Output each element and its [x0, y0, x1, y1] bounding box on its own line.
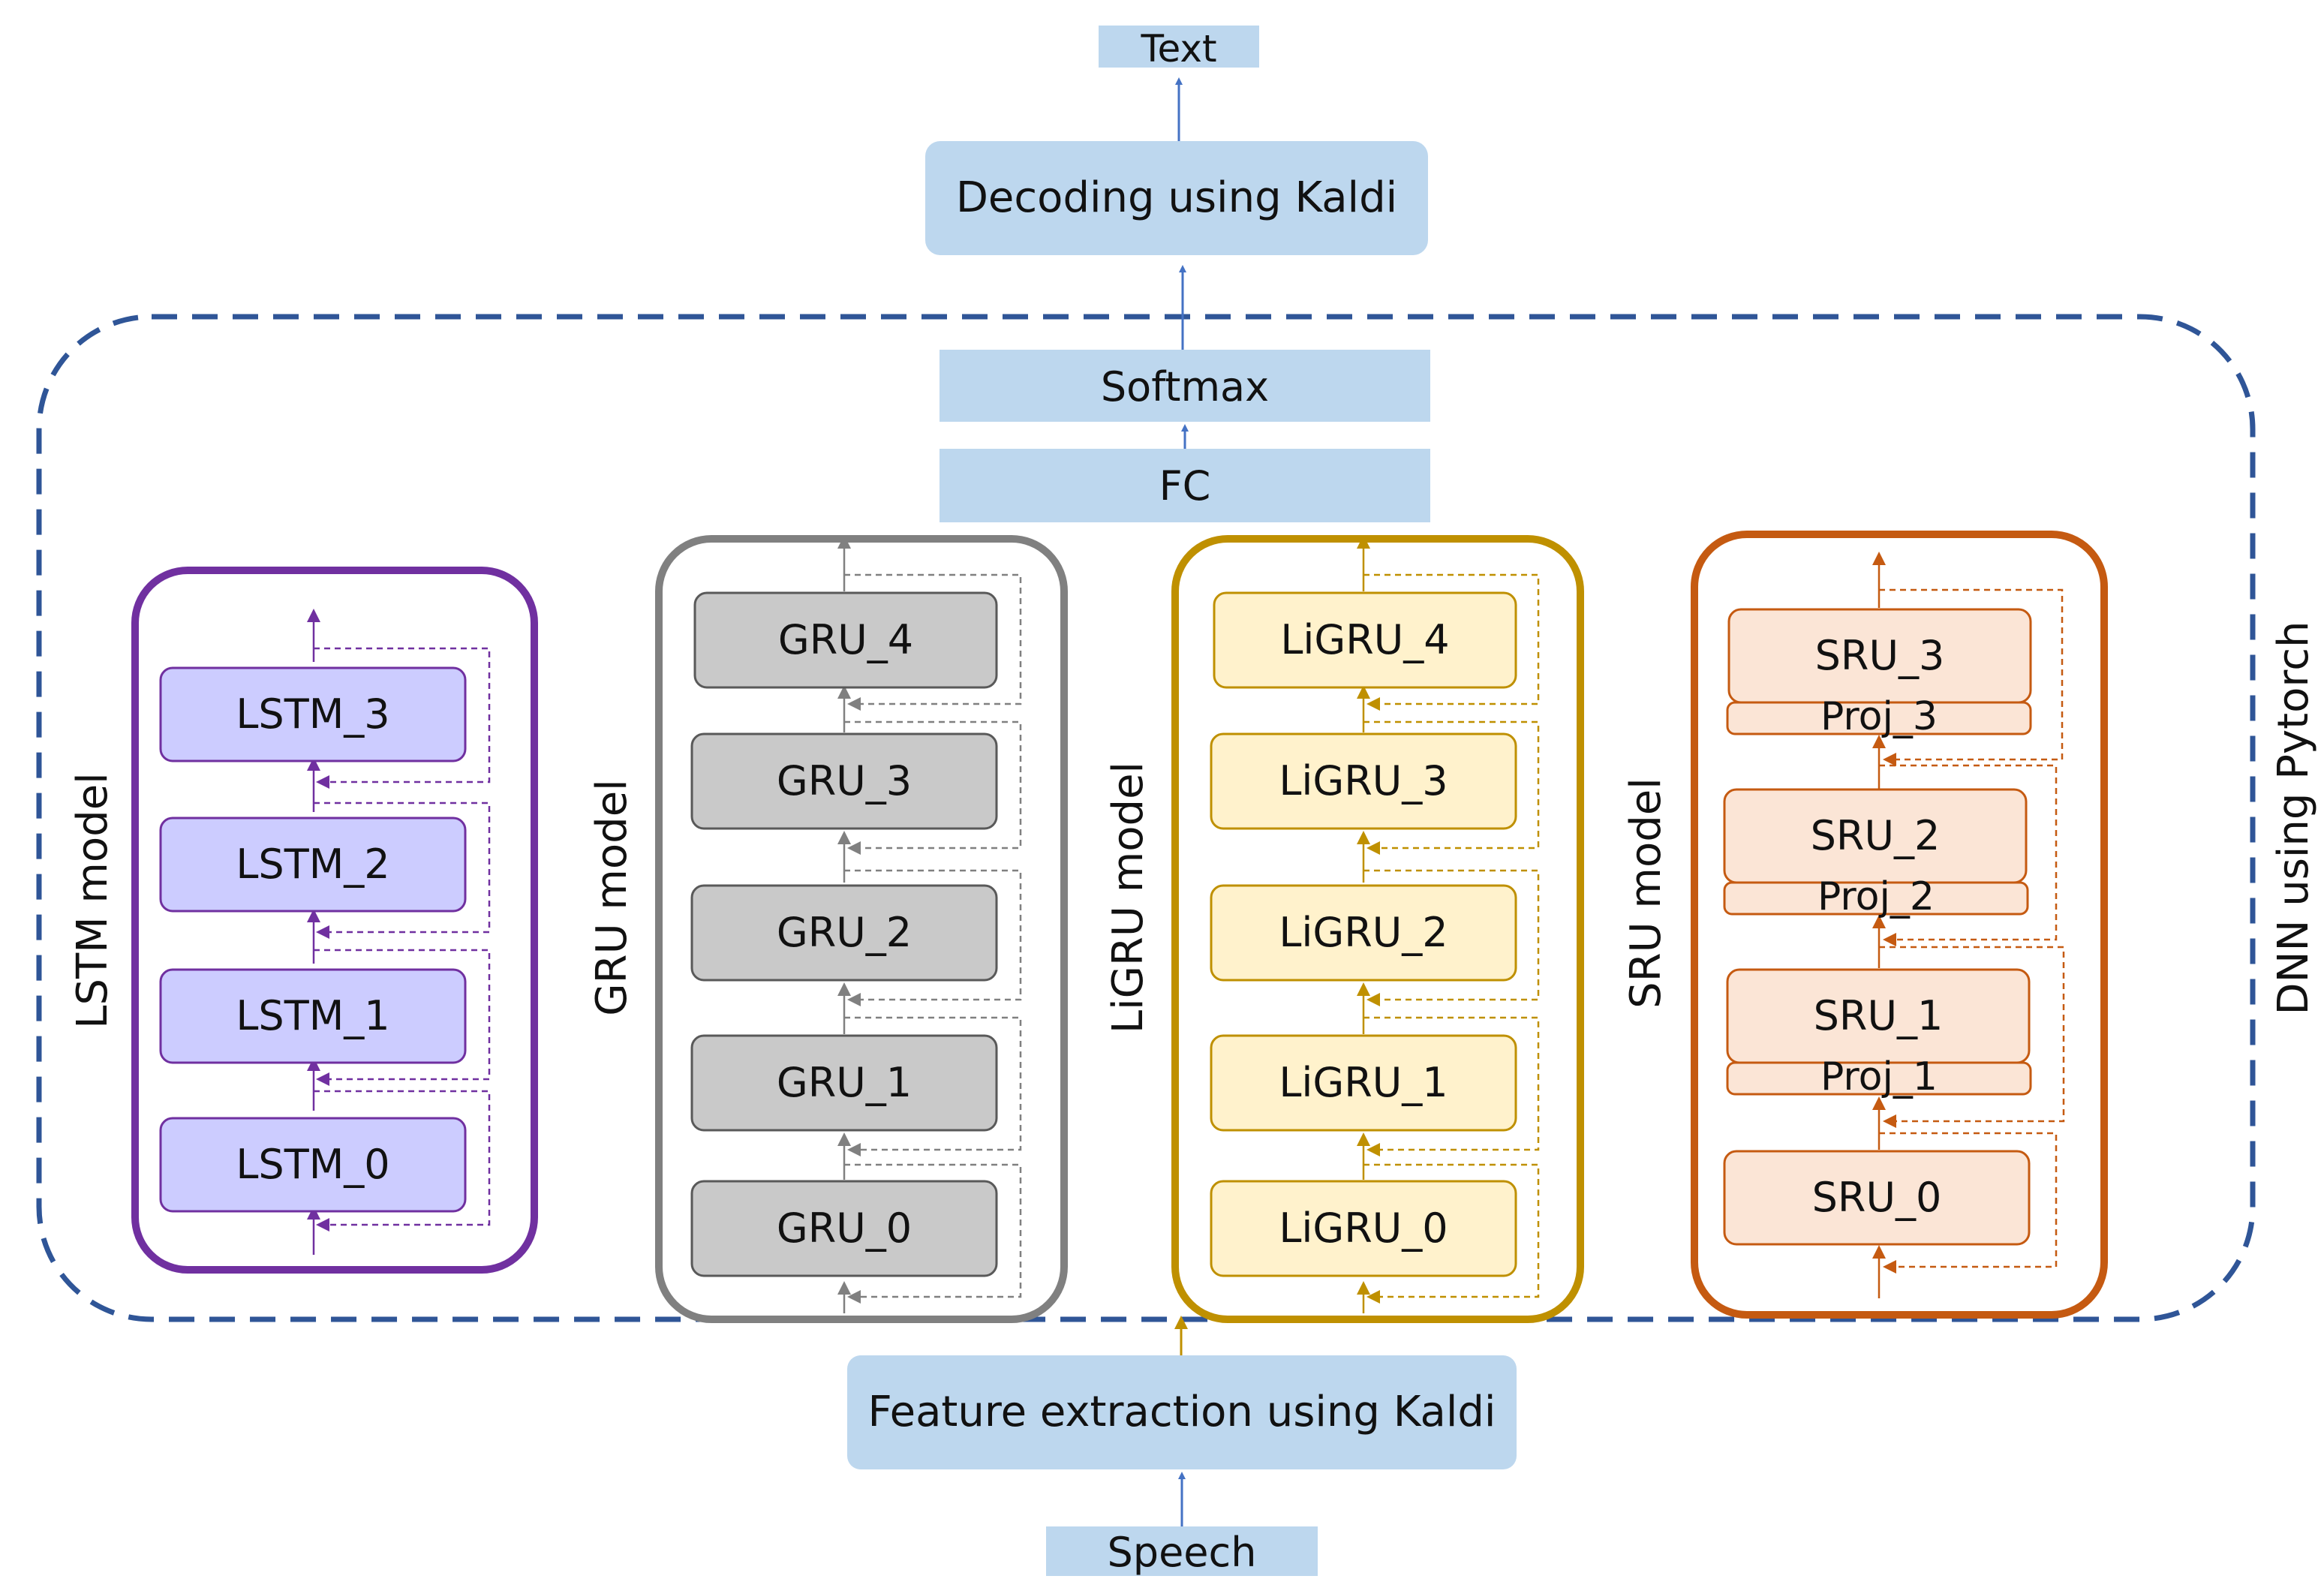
layer-lstm-0: LSTM_0	[159, 1117, 467, 1213]
layer-gru-3-label: GRU_3	[777, 757, 912, 805]
layer-gru-2: GRU_2	[690, 884, 998, 982]
proj-2-label: Proj_2	[1817, 874, 1935, 919]
lstm-model: LSTM model LSTM_0 LSTM_1 LSTM_2 LSTM_3	[68, 567, 538, 1274]
feature-extraction-label: Feature extraction using Kaldi	[868, 1388, 1496, 1436]
sru-model-label: SRU model	[1622, 777, 1670, 1009]
ligru-connections	[1357, 535, 1540, 1313]
gru-model-label: GRU model	[588, 779, 636, 1015]
layer-sru-2: SRU_2	[1723, 788, 2028, 884]
proj-3-label: Proj_3	[1820, 694, 1938, 739]
decoding-label: Decoding using Kaldi	[956, 173, 1397, 222]
proj-1-label: Proj_1	[1820, 1054, 1938, 1099]
lstm-model-label: LSTM model	[68, 772, 117, 1028]
sru-model-container	[1691, 531, 2108, 1319]
layer-ligru-2: LiGRU_2	[1210, 884, 1517, 982]
layer-lstm-1: LSTM_1	[159, 968, 467, 1064]
layer-gru-2-label: GRU_2	[777, 909, 912, 956]
gru-connections	[837, 535, 1022, 1313]
layer-gru-1-label: GRU_1	[777, 1059, 912, 1106]
layer-ligru-3: LiGRU_3	[1210, 732, 1517, 830]
layer-ligru-1-label: LiGRU_1	[1279, 1059, 1448, 1106]
layer-lstm-2-label: LSTM_2	[236, 841, 389, 888]
layer-ligru-4-label: LiGRU_4	[1280, 616, 1449, 663]
layer-sru-1-label: SRU_1	[1814, 992, 1944, 1039]
layer-gru-4-label: GRU_4	[778, 616, 913, 663]
dnn-label: DNN using Pytorch	[2269, 621, 2318, 1015]
speech-input-node: Speech	[1046, 1526, 1318, 1576]
layer-ligru-3-label: LiGRU_3	[1279, 757, 1448, 805]
layer-sru-2-label: SRU_2	[1811, 812, 1941, 859]
layer-sru-3-label: SRU_3	[1815, 632, 1945, 679]
layer-sru-3: SRU_3	[1727, 608, 2032, 704]
layer-sru-0-label: SRU_0	[1812, 1174, 1942, 1221]
sru-model: SRU model SRU_0 SRU_1 Proj_1 SRU_2	[1622, 531, 2108, 1319]
layer-lstm-3-label: LSTM_3	[236, 690, 389, 738]
gru-model: GRU model GRU_0 GRU_1 GRU_2	[588, 535, 1068, 1323]
layer-lstm-2: LSTM_2	[159, 817, 467, 913]
layer-lstm-3: LSTM_3	[159, 666, 467, 762]
ligru-model-container	[1171, 535, 1584, 1323]
layer-ligru-0: LiGRU_0	[1210, 1180, 1517, 1277]
fc-node: FC	[940, 449, 1430, 522]
ligru-model: LiGRU model LiGRU_0 LiGRU_1 LiGRU_2	[1104, 535, 1584, 1323]
proj-3: Proj_3	[1726, 694, 2032, 739]
layer-gru-4: GRU_4	[693, 591, 998, 689]
layer-lstm-0-label: LSTM_0	[236, 1141, 389, 1188]
layer-ligru-4: LiGRU_4	[1213, 591, 1517, 689]
fc-label: FC	[1159, 462, 1211, 510]
layer-gru-0: GRU_0	[690, 1180, 998, 1277]
layer-ligru-2-label: LiGRU_2	[1279, 909, 1448, 956]
proj-2: Proj_2	[1723, 874, 2029, 919]
layer-gru-0-label: GRU_0	[777, 1205, 912, 1252]
proj-1: Proj_1	[1726, 1054, 2032, 1099]
dnn-boundary	[36, 314, 2256, 1322]
speech-input-label: Speech	[1108, 1529, 1257, 1576]
layer-sru-1: SRU_1	[1726, 968, 2031, 1064]
lstm-model-container	[131, 567, 538, 1274]
decoding-node: Decoding using Kaldi	[925, 141, 1428, 255]
layer-lstm-1-label: LSTM_1	[236, 992, 389, 1039]
layer-ligru-1: LiGRU_1	[1210, 1034, 1517, 1132]
layer-gru-3: GRU_3	[690, 732, 998, 830]
softmax-label: Softmax	[1101, 363, 1269, 411]
feature-extraction-node: Feature extraction using Kaldi	[847, 1355, 1517, 1469]
sru-connections	[1872, 552, 2065, 1298]
text-output-node: Text	[1099, 26, 1259, 71]
layer-ligru-0-label: LiGRU_0	[1279, 1205, 1448, 1252]
gru-model-container	[655, 535, 1068, 1323]
ligru-model-label: LiGRU model	[1104, 762, 1153, 1033]
lstm-connections	[307, 609, 491, 1255]
softmax-node: Softmax	[940, 350, 1430, 422]
text-output-label: Text	[1140, 27, 1216, 71]
layer-sru-0: SRU_0	[1723, 1150, 2031, 1246]
layer-gru-1: GRU_1	[690, 1034, 998, 1132]
